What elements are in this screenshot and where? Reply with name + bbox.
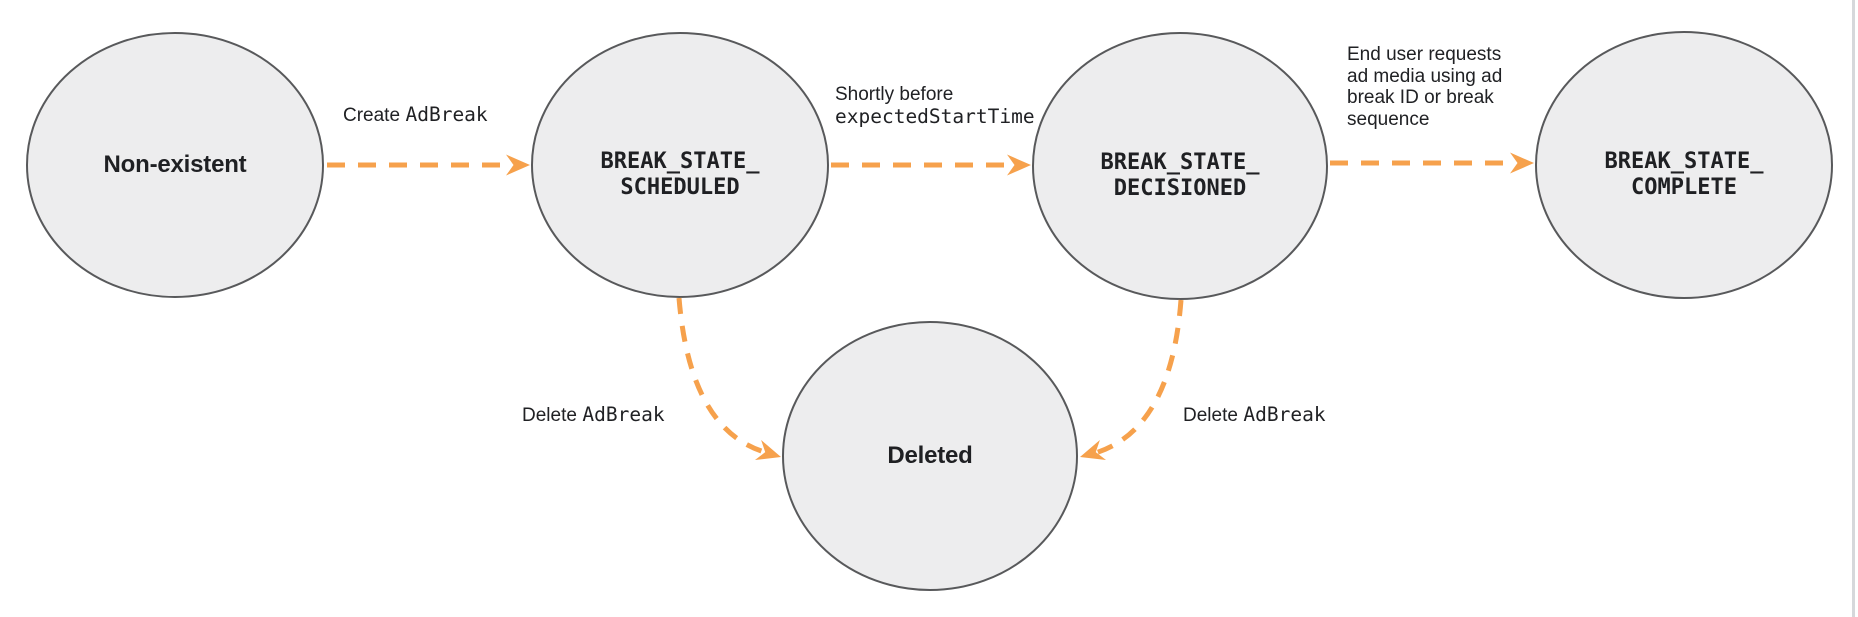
edge-label-shortly-before: Shortly before expectedStartTime — [835, 84, 1035, 127]
deleted-text: Deleted — [887, 442, 973, 469]
edge-label-end-user-requests: End user requests ad media using ad brea… — [1347, 44, 1523, 130]
create-label-code: AdBreak — [405, 103, 488, 126]
decisioned-text-line1: BREAK_STATE_ — [1100, 150, 1260, 175]
arrow-curve-delete-left — [676, 297, 769, 456]
non-existent-text: Non-existent — [103, 151, 247, 178]
node-label-break-state-complete: BREAK_STATE_ COMPLETE — [1536, 32, 1832, 308]
node-label-break-state-decisioned: BREAK_STATE_ DECISIONED — [1033, 33, 1327, 309]
node-circle-break-state-decisioned — [1032, 32, 1328, 300]
node-circle-break-state-complete — [1535, 31, 1833, 299]
node-label-break-state-scheduled: BREAK_STATE_ SCHEDULED — [532, 33, 828, 307]
arrowhead-end-user — [1510, 152, 1534, 174]
delete-left-label-plain: Delete — [522, 405, 577, 426]
node-circle-non-existent — [26, 32, 324, 298]
complete-text-line2: COMPLETE — [1631, 175, 1737, 200]
decisioned-text-line2: DECISIONED — [1113, 176, 1247, 201]
delete-left-label-code: AdBreak — [582, 403, 665, 426]
create-label-plain: Create — [343, 105, 401, 126]
arrow-curve-delete-right — [1091, 299, 1184, 457]
arrowhead-shortly — [1007, 154, 1031, 176]
node-circle-deleted — [782, 321, 1078, 591]
scheduled-text-line2: SCHEDULED — [620, 175, 740, 200]
node-label-deleted: Deleted — [783, 322, 1077, 590]
node-label-non-existent: Non-existent — [27, 33, 323, 297]
arrowhead-delete-right — [1080, 439, 1107, 461]
node-circle-break-state-scheduled — [531, 32, 829, 298]
delete-right-label-code: AdBreak — [1243, 403, 1326, 426]
end-user-label-text: End user requests ad media using ad brea… — [1347, 44, 1503, 130]
page-right-border-line — [1852, 0, 1855, 617]
delete-right-label-plain: Delete — [1183, 405, 1238, 426]
arrowhead-delete-left — [754, 439, 781, 461]
shortly-label-plain: Shortly before — [835, 84, 954, 105]
scheduled-text-line1: BREAK_STATE_ — [600, 149, 760, 174]
complete-text-line1: BREAK_STATE_ — [1604, 149, 1764, 174]
shortly-label-code: expectedStartTime — [835, 104, 1035, 128]
arrowhead-create — [506, 154, 530, 176]
